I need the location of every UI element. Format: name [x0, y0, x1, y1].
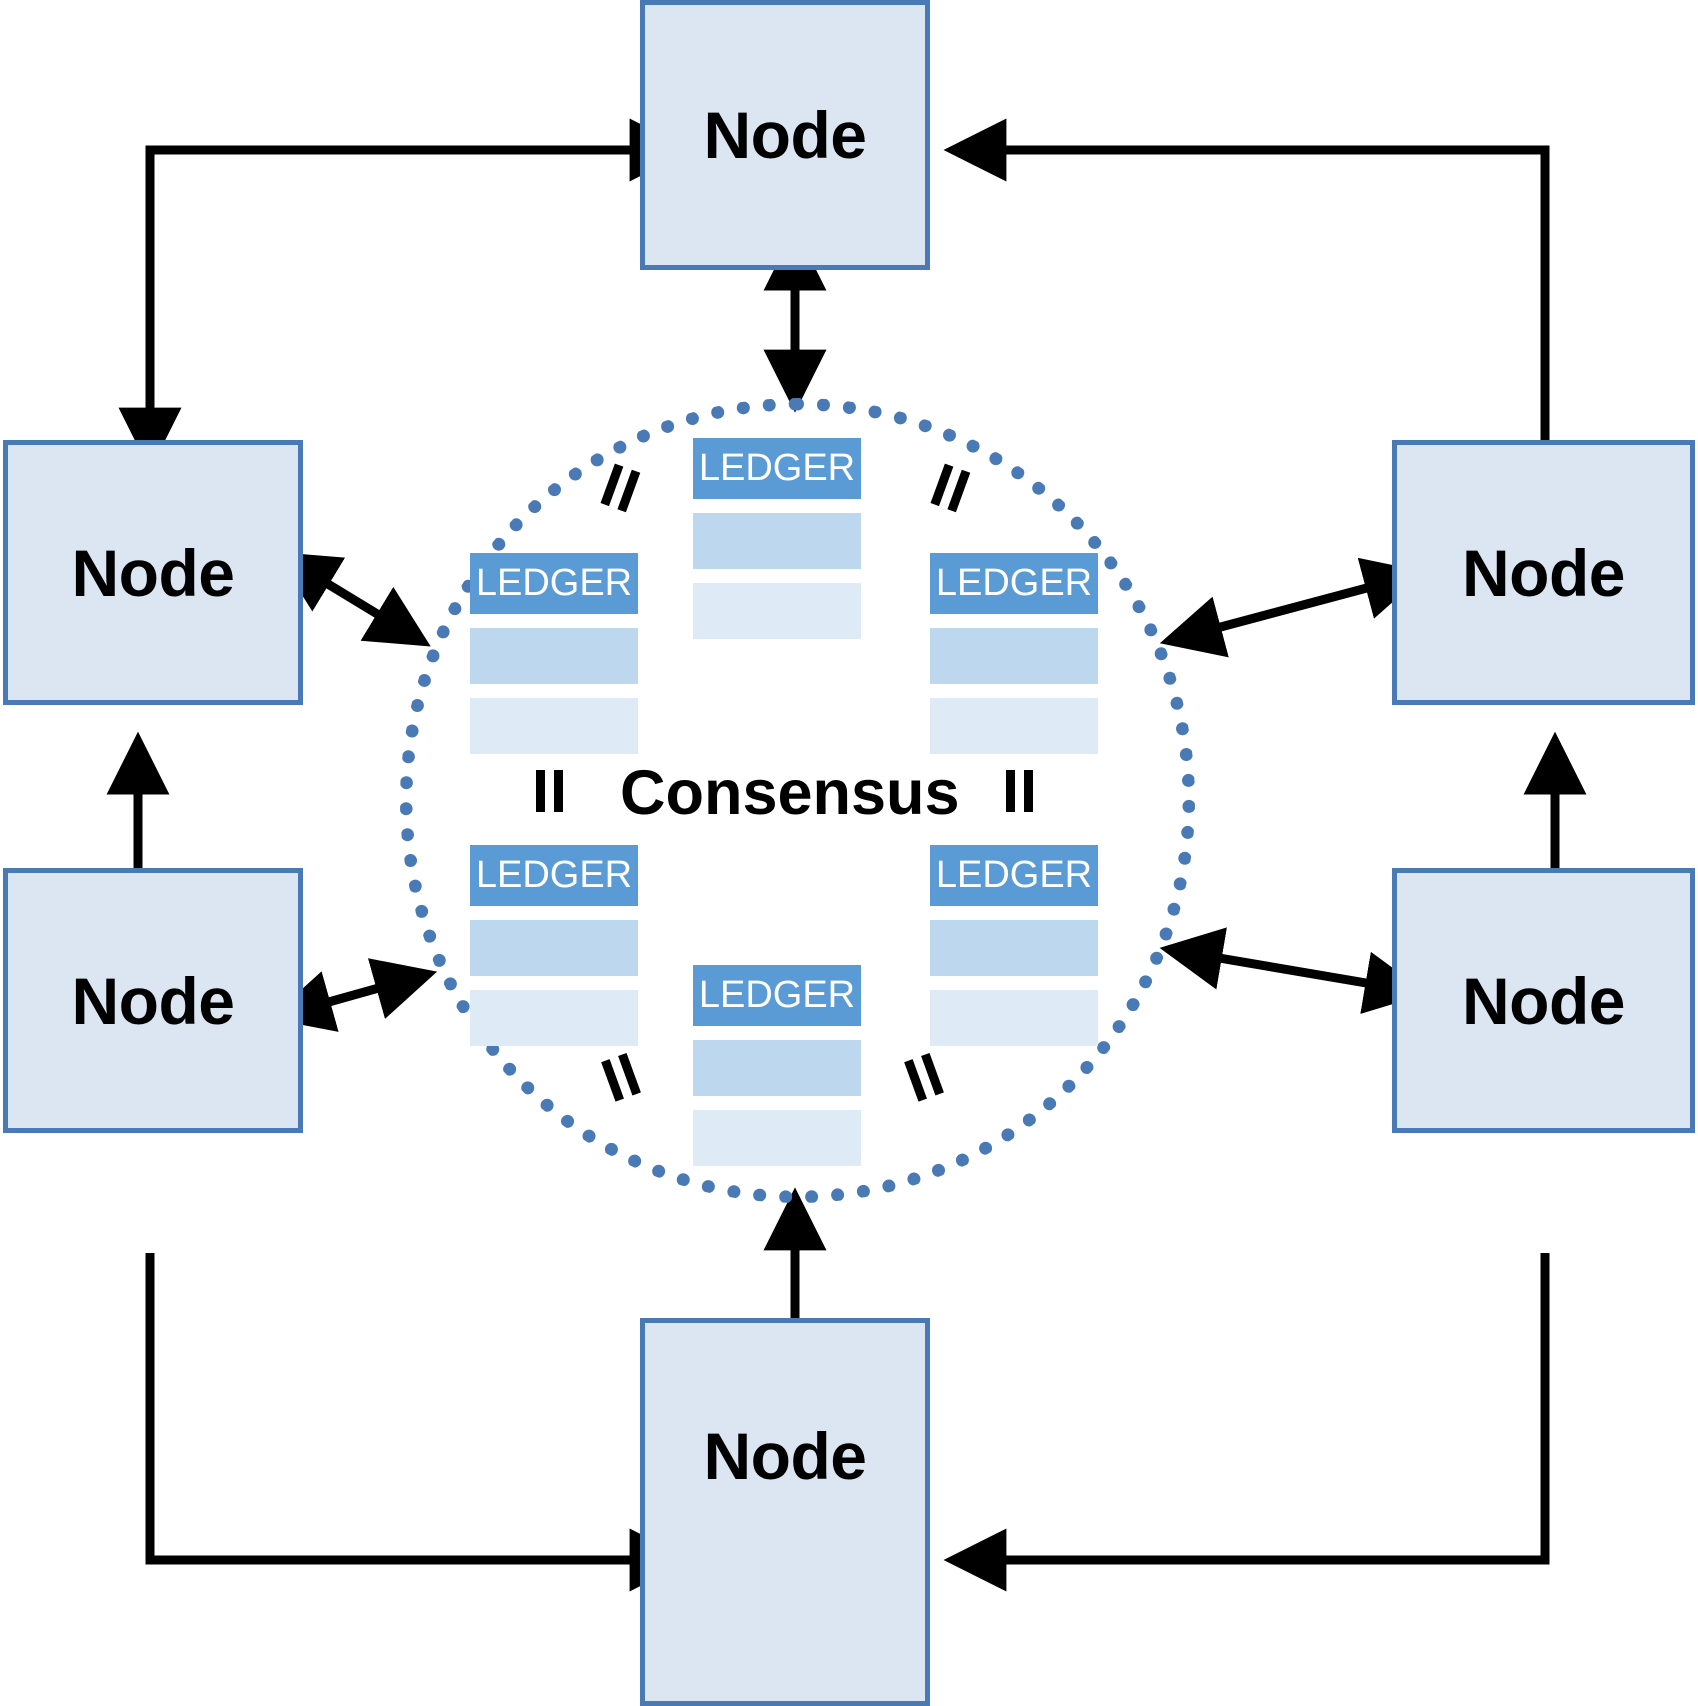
ledger-lower-left-band-2 — [470, 920, 638, 976]
node-left-lower[interactable]: Node — [3, 868, 303, 1133]
ledger-top-band-2 — [693, 513, 861, 569]
node-left-lower-label: Node — [71, 963, 236, 1038]
ledger-lower-left[interactable]: LEDGER — [470, 845, 638, 1046]
node-right-upper[interactable]: Node — [1392, 440, 1695, 705]
ledger-top[interactable]: LEDGER — [693, 438, 861, 639]
arrow-rightupper-to-top — [943, 118, 1550, 458]
ledger-upper-right[interactable]: LEDGER — [930, 553, 1098, 754]
arrow-leftupper-to-consensus — [274, 551, 431, 647]
node-left-upper[interactable]: Node — [3, 440, 303, 705]
equals-mid-right-icon — [1000, 770, 1046, 816]
ledger-top-header: LEDGER — [693, 438, 861, 499]
ledger-bottom-band-3 — [693, 1110, 861, 1166]
ledger-upper-right-band-2 — [930, 628, 1098, 684]
arrow-leftlower-to-bottom — [145, 1253, 693, 1592]
ledger-upper-left-band-3 — [470, 698, 638, 754]
ledger-lower-right-band-2 — [930, 920, 1098, 976]
ledger-lower-right-header: LEDGER — [930, 845, 1098, 906]
node-top[interactable]: Node — [640, 0, 930, 270]
ledger-upper-right-band-3 — [930, 698, 1098, 754]
node-bottom-label: Node — [703, 1419, 868, 1493]
ledger-lower-left-header: LEDGER — [470, 845, 638, 906]
node-right-lower[interactable]: Node — [1392, 868, 1695, 1133]
ledger-upper-left-header: LEDGER — [470, 553, 638, 614]
ledger-upper-left-band-2 — [470, 628, 638, 684]
equals-mid-left-icon — [530, 770, 576, 816]
ledger-lower-right[interactable]: LEDGER — [930, 845, 1098, 1046]
ledger-top-band-3 — [693, 583, 861, 639]
node-right-lower-label: Node — [1462, 963, 1626, 1038]
arrow-rightlower-to-consensus — [1159, 927, 1428, 1014]
node-bottom[interactable]: Node — [640, 1318, 930, 1706]
arrow-leftlower-to-consensus — [269, 958, 438, 1032]
arrow-leftupper-to-top — [145, 118, 693, 475]
arrow-rightlower-to-bottom — [943, 1253, 1550, 1592]
node-right-upper-label: Node — [1462, 535, 1626, 610]
ledger-upper-left[interactable]: LEDGER — [470, 553, 638, 754]
node-left-upper-label: Node — [71, 535, 236, 610]
ledger-bottom[interactable]: LEDGER — [693, 965, 861, 1166]
ledger-upper-right-header: LEDGER — [930, 553, 1098, 614]
ledger-bottom-header: LEDGER — [693, 965, 861, 1026]
ledger-lower-left-band-3 — [470, 990, 638, 1046]
consensus-label: Consensus — [620, 758, 960, 828]
node-top-label: Node — [703, 98, 868, 172]
ledger-bottom-band-2 — [693, 1040, 861, 1096]
ledger-lower-right-band-3 — [930, 990, 1098, 1046]
arrow-rightupper-to-consensus — [1159, 557, 1427, 658]
